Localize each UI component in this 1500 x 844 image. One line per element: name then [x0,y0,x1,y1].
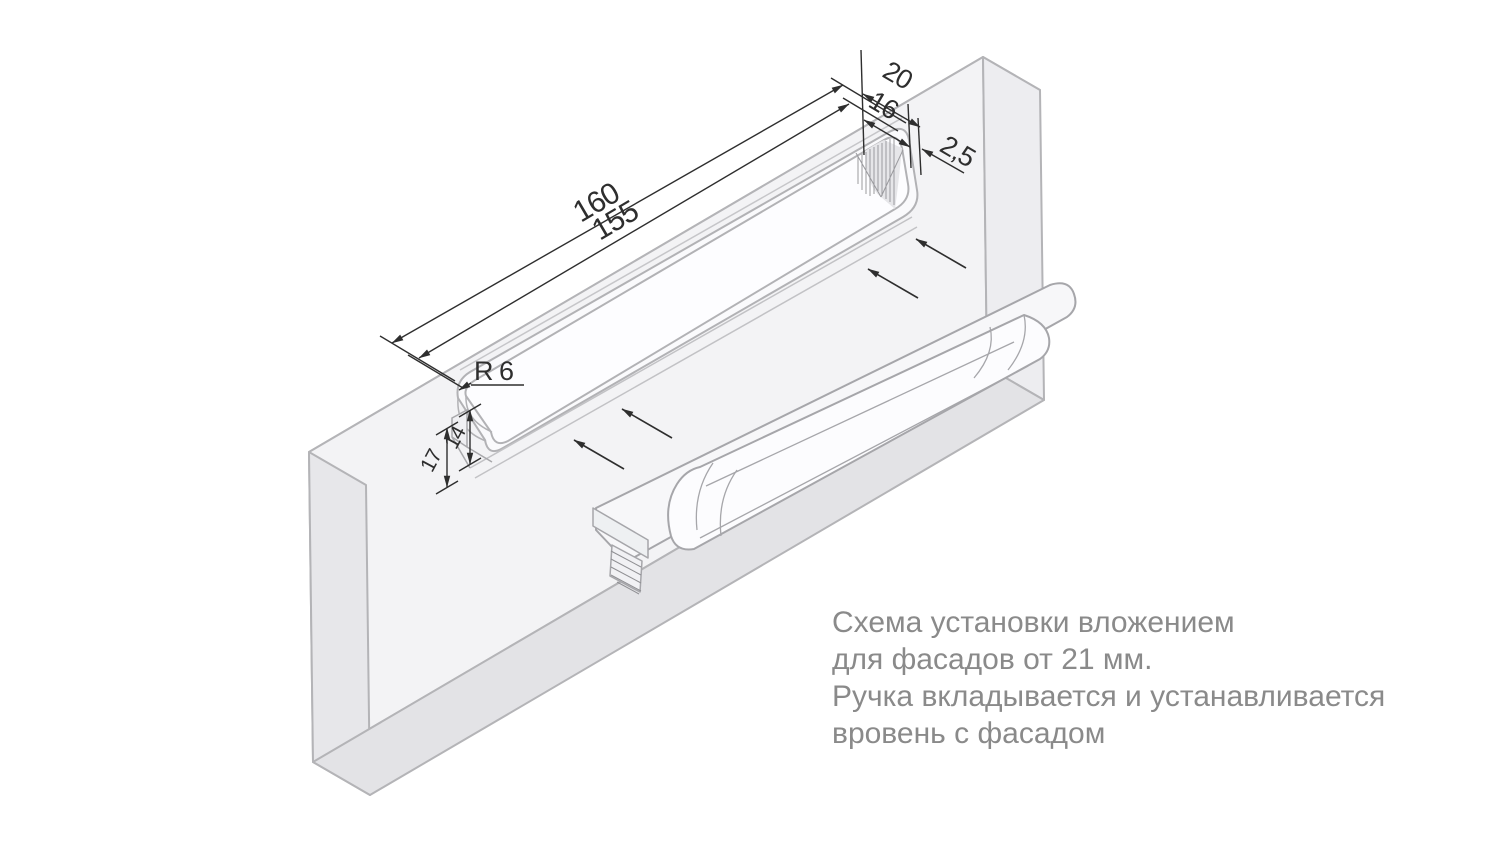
insertion-arrow [915,238,967,269]
dimension-20-line [862,93,921,128]
insertion-arrow [621,408,673,439]
dimension-widths [860,49,965,176]
dimension-radius [458,381,524,391]
note-line: Ручка вкладывается и устанавливается [832,680,1386,713]
handle-stem-section [609,544,643,593]
handle-cup-curves [695,314,1029,539]
handle-flange-end-face [592,507,649,559]
installation-note: Схема установки вложением для фасадов от… [832,604,1385,752]
note-line: вровень с фасадом [832,717,1106,750]
insertion-arrow [867,268,919,299]
insertion-arrow [573,439,625,470]
insertion-arrows [573,238,967,470]
handle [592,282,1077,595]
dimensions [379,49,965,495]
dimension-2-5-line [921,148,965,174]
dimension-depths [435,403,482,495]
note-line: Схема установки вложением [832,606,1235,639]
recess-end-hatching [855,137,904,209]
dim-label-corner-radius: R 6 [474,356,513,386]
handle-stem-hatching [610,550,642,595]
dimension-16-line [863,119,911,148]
handle-cup-opening [667,314,1051,551]
note-line: для фасадов от 21 мм. [832,643,1153,676]
